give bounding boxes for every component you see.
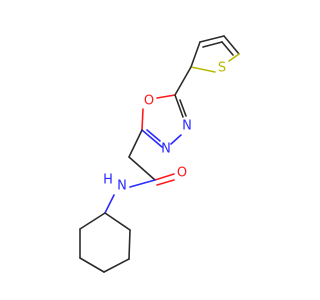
bond-c5-n	[174, 94, 184, 118]
bond-c5-c4-double	[221, 41, 234, 56]
bond-n-c2-double	[146, 129, 161, 142]
atom-amide-o: O	[177, 166, 187, 181]
bond-cy6-cy1	[79, 212, 106, 230]
atom-thiophene-s: S	[218, 61, 226, 76]
bond-cy3-cy4	[103, 258, 130, 273]
cyclohexyl-ring	[79, 212, 131, 273]
bond-c3-c4	[199, 35, 225, 43]
oxadiazole-ring	[141, 66, 192, 148]
acetamide-linker	[104, 129, 175, 214]
bond-c2-c3	[190, 41, 201, 68]
bond-cy2-cy3	[128, 229, 131, 260]
bond-n-cyclohexyl	[104, 194, 115, 214]
bond-c5-s	[228, 53, 240, 62]
atom-labels: S O N N O N H	[103, 61, 226, 194]
bond-cy4-cy5	[79, 257, 105, 273]
molecule-structure: S O N N O N H	[79, 35, 240, 273]
bond-ch2-carbonyl	[128, 156, 156, 181]
thiophene-ring	[190, 35, 240, 73]
bond-c5-o	[156, 94, 176, 99]
bond-carbonyl-o	[154, 173, 175, 181]
bond-carbonyl-n	[129, 179, 156, 188]
bond-c5-n-double	[179, 99, 187, 117]
bond-s-c2	[190, 66, 216, 73]
atom-oxadiazole-n-upper: N	[182, 119, 192, 134]
bond-o-c2	[141, 108, 144, 131]
bond-c3-c4-double	[202, 41, 223, 48]
bond-n-n	[170, 134, 182, 145]
atom-oxadiazole-n-lower: N	[161, 142, 171, 157]
bond-n-c2	[141, 129, 163, 148]
bond-carbonyl-o-double	[156, 179, 175, 186]
atom-amide-h: H	[103, 173, 113, 188]
bond-c2-ch2	[128, 129, 143, 158]
atom-amide-n: N	[117, 179, 127, 194]
bond-cy1-cy2	[104, 212, 131, 231]
atom-oxadiazole-o: O	[144, 94, 154, 109]
bond-thiophene-oxadiazole	[174, 66, 192, 96]
bond-c4-c5	[223, 35, 240, 55]
